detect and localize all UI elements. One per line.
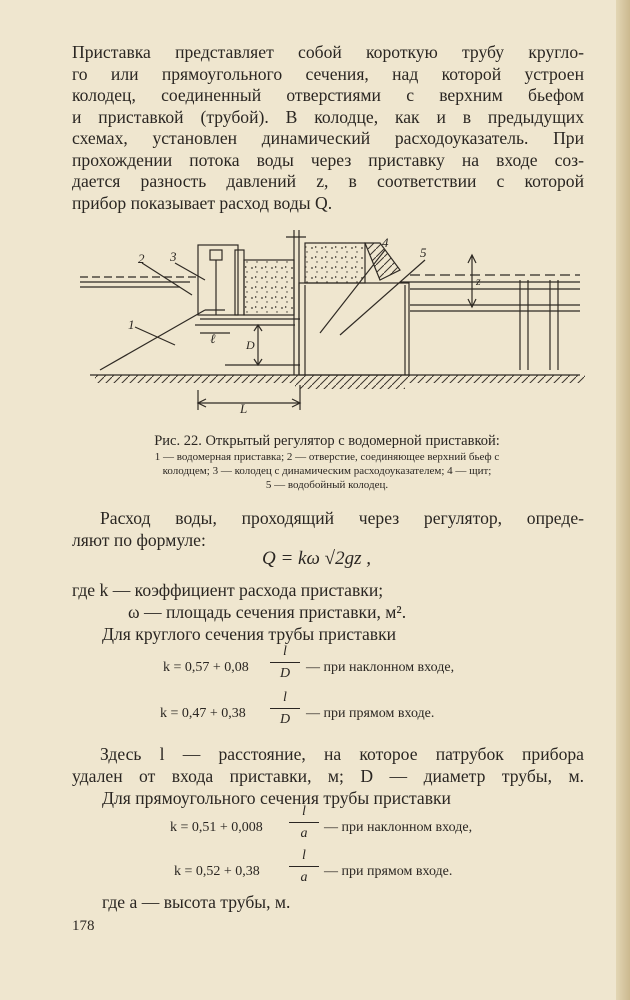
label-4: 4: [382, 235, 389, 250]
formula-4-left: k = 0,52 + 0,38: [174, 864, 260, 879]
body-paragraph: Расход воды, проходящий через регулятор,…: [72, 508, 584, 551]
rect-heading: Для прямоугольного сечения трубы пристав…: [102, 788, 451, 808]
text-line: го или прямоугольного сечения, над котор…: [72, 63, 584, 84]
fraction-bar: [289, 822, 319, 823]
caption-legend: 1 — водомерная приставка; 2 — отверстие,…: [70, 450, 584, 492]
label-5: 5: [420, 245, 427, 260]
label-1: 1: [128, 317, 135, 332]
fraction-bar: [270, 708, 300, 709]
text-line: прибор показывает расход воды Q.: [72, 192, 333, 213]
fraction-numerator: l: [283, 644, 287, 659]
fraction-numerator: l: [283, 690, 287, 705]
text-line: Расход воды, проходящий через регулятор,…: [100, 508, 584, 528]
formula-2-left: k = 0,47 + 0,38: [160, 706, 246, 721]
regulator-diagram: 2 3 1 4 5 ℓ D L z: [80, 230, 585, 416]
label-D: D: [245, 338, 255, 352]
text-line: колодец, соединенный отверстиями с верхн…: [72, 85, 584, 105]
here-paragraph: Здесь l — расстояние, на которое патрубо…: [72, 744, 584, 787]
page-edge: [616, 0, 630, 1000]
caption-title: Рис. 22. Открытый регулятор с водомерной…: [154, 433, 500, 449]
where-a: где a — высота трубы, м.: [102, 892, 291, 912]
label-z: z: [475, 274, 481, 288]
formula-3-left: k = 0,51 + 0,008: [170, 820, 263, 835]
fraction-denominator: D: [279, 712, 291, 727]
fraction-bar: [270, 662, 300, 663]
text-line: Здесь l — расстояние, на которое патрубо…: [100, 744, 584, 764]
formula-2-right: — при прямом входе.: [306, 706, 435, 721]
circular-heading: Для круглого сечения трубы приставки: [102, 624, 397, 644]
formula-4-right: — при прямом входе.: [324, 864, 453, 879]
formula-1-left: k = 0,57 + 0,08: [163, 660, 249, 675]
where-k: где k — коэффициент расхода приставки;: [72, 580, 384, 600]
figure-caption: Рис. 22. Открытый регулятор с водомерной…: [70, 432, 584, 492]
fraction-denominator: a: [300, 826, 308, 841]
label-2: 2: [138, 251, 145, 266]
legend-line: 5 — водобойный колодец.: [265, 479, 389, 491]
text-line: прохождении потока воды через приставку …: [72, 149, 584, 170]
text-line: удален от входа приставки, м; D — диамет…: [72, 765, 584, 786]
where-omega: ω — площадь сечения приставки, м².: [128, 602, 407, 622]
fraction-denominator: D: [279, 666, 291, 681]
text-line: ляют по формуле:: [72, 529, 206, 550]
text-line: дается разность давлений z, в соответств…: [72, 171, 584, 191]
label-ell: ℓ: [210, 331, 216, 346]
text-line: схемах, установлен динамический расходоу…: [72, 128, 584, 148]
label-L: L: [239, 401, 247, 416]
fraction-bar: [289, 866, 319, 867]
text-line: Приставка представляет собой короткую тр…: [72, 42, 584, 62]
intro-paragraph: Приставка представляет собой короткую тр…: [72, 42, 584, 214]
page-number: 178: [72, 918, 95, 934]
text-line: и приставкой (трубой). В колодце, как и …: [72, 106, 584, 127]
legend-line: колодцем; 3 — колодец с динамическим рас…: [162, 465, 492, 477]
formula-1-right: — при наклонном входе,: [306, 660, 455, 675]
fraction-denominator: a: [300, 870, 308, 885]
formula-3-right: — при наклонном входе,: [324, 820, 473, 835]
fraction-numerator: l: [302, 804, 306, 819]
main-formula: Q = kω √2gz ,: [262, 548, 371, 569]
legend-line: 1 — водомерная приставка; 2 — отверстие,…: [154, 451, 500, 463]
label-3: 3: [169, 249, 177, 264]
fraction-numerator: l: [302, 848, 306, 863]
